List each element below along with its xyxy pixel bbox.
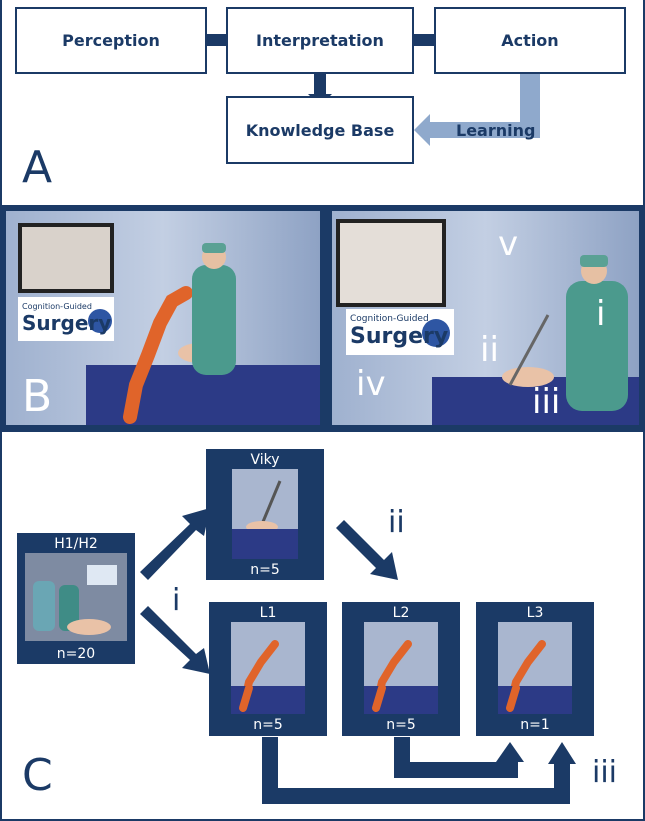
instrument-right — [508, 314, 550, 386]
node-h1h2-n: n=20 — [56, 646, 96, 662]
label-iv: iv — [356, 364, 386, 404]
knowledge-base-label: Knowledge Base — [245, 120, 395, 140]
node-l2-photo — [364, 622, 438, 714]
perception-box: Perception — [15, 7, 207, 74]
node-viky-title: Viky — [250, 452, 280, 468]
learning-label: Learning — [456, 121, 536, 140]
panel-b: Cognition-Guided Surgery Cognition-Guide… — [0, 205, 645, 430]
node-l3-photo — [498, 622, 572, 714]
surgeon-left — [192, 265, 236, 375]
node-l2-title: L2 — [392, 605, 410, 621]
logo-text-left: Cognition-Guided Surgery — [22, 302, 111, 335]
node-h1h2-title: H1/H2 — [54, 536, 98, 552]
logo-line2-right: Surgery — [350, 324, 449, 349]
flow-label-i: i — [172, 583, 181, 618]
label-i: i — [596, 294, 606, 334]
logo-text-right: Cognition-Guided Surgery — [350, 314, 448, 349]
label-v: v — [498, 224, 519, 264]
node-viky-n: n=5 — [250, 562, 280, 578]
node-l1-n: n=5 — [253, 717, 283, 733]
interpretation-box: Interpretation — [226, 7, 414, 74]
node-l3-title: L3 — [526, 605, 544, 621]
interpretation-label: Interpretation — [256, 31, 384, 50]
panel-b-letter: B — [22, 371, 53, 422]
knowledge-base-box: Knowledge Base — [226, 96, 414, 164]
node-h1h2-photo — [25, 553, 127, 641]
node-h1h2: H1/H2 n=20 — [17, 533, 135, 664]
node-l1-photo — [231, 622, 305, 714]
action-box: Action — [434, 7, 626, 74]
panel-a-frame — [0, 0, 645, 205]
label-ii: ii — [480, 330, 499, 370]
arrow-h1-l1 — [140, 606, 210, 674]
flow-label-iii: iii — [592, 755, 618, 790]
node-l2-n: n=5 — [386, 717, 416, 733]
panel-a-letter: A — [22, 142, 53, 193]
node-l1-title: L1 — [259, 605, 277, 621]
action-label: Action — [501, 31, 559, 50]
patient-right — [502, 367, 554, 387]
robot-arm-left — [123, 286, 193, 424]
node-l3: L3 n=1 — [476, 602, 594, 736]
arrow-h1-viky — [140, 508, 210, 580]
logo-line1-right: Cognition-Guided — [350, 314, 429, 324]
node-l3-n: n=1 — [520, 717, 550, 733]
arrow-viky-l2 — [336, 520, 398, 580]
logo-emblem-right — [422, 319, 450, 347]
arrow-learning — [414, 66, 540, 146]
surgeon-right — [566, 281, 628, 411]
panel-c-letter: C — [22, 750, 53, 801]
panel-c-frame — [0, 430, 645, 821]
panel-b-photos — [6, 211, 639, 425]
label-iii: iii — [532, 382, 561, 422]
flow-label-ii: ii — [388, 505, 405, 540]
node-l1: L1 n=5 — [209, 602, 327, 736]
logo-line2-left: Surgery — [22, 311, 112, 335]
arrow-l1-l3 — [262, 737, 570, 804]
node-viky: Viky n=5 — [206, 449, 324, 580]
perception-label: Perception — [62, 31, 160, 50]
arrow-l2-l3 — [394, 737, 518, 778]
node-l2: L2 n=5 — [342, 602, 460, 736]
node-viky-photo — [232, 469, 298, 559]
logo-line1-left: Cognition-Guided — [22, 302, 92, 311]
logo-emblem-left — [88, 309, 112, 333]
